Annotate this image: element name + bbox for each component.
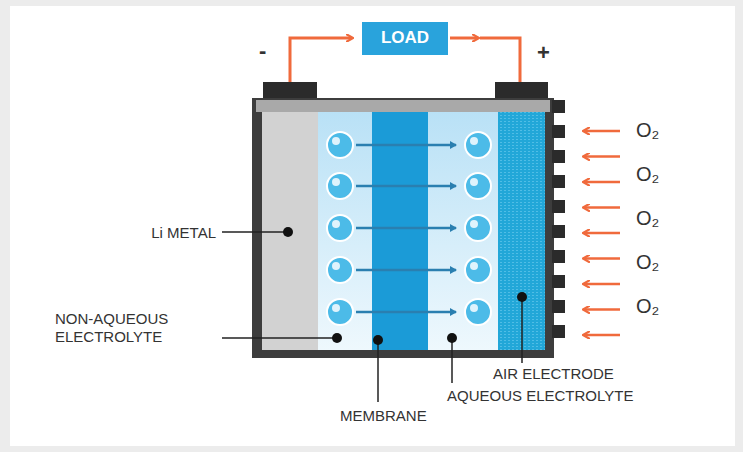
gas-label: O₂ [636,295,659,318]
gas-label: O₂ [636,119,659,142]
gas-label: O₂ [636,251,659,274]
gas-label: O₂ [636,207,659,230]
part-label: AIR ELECTRODE [493,365,614,383]
part-label: MEMBRANE [340,407,427,425]
part-label: NON-AQUEOUS ELECTROLYTE [55,310,220,346]
load-box: LOAD [362,22,448,55]
part-label: AQUEOUS ELECTROLYTE [447,387,633,405]
gas-label: O₂ [636,163,659,186]
terminal-sign: - [259,38,266,63]
terminal-sign: + [537,40,550,65]
load-label: LOAD [381,28,429,48]
part-label: Li METAL [151,224,216,242]
